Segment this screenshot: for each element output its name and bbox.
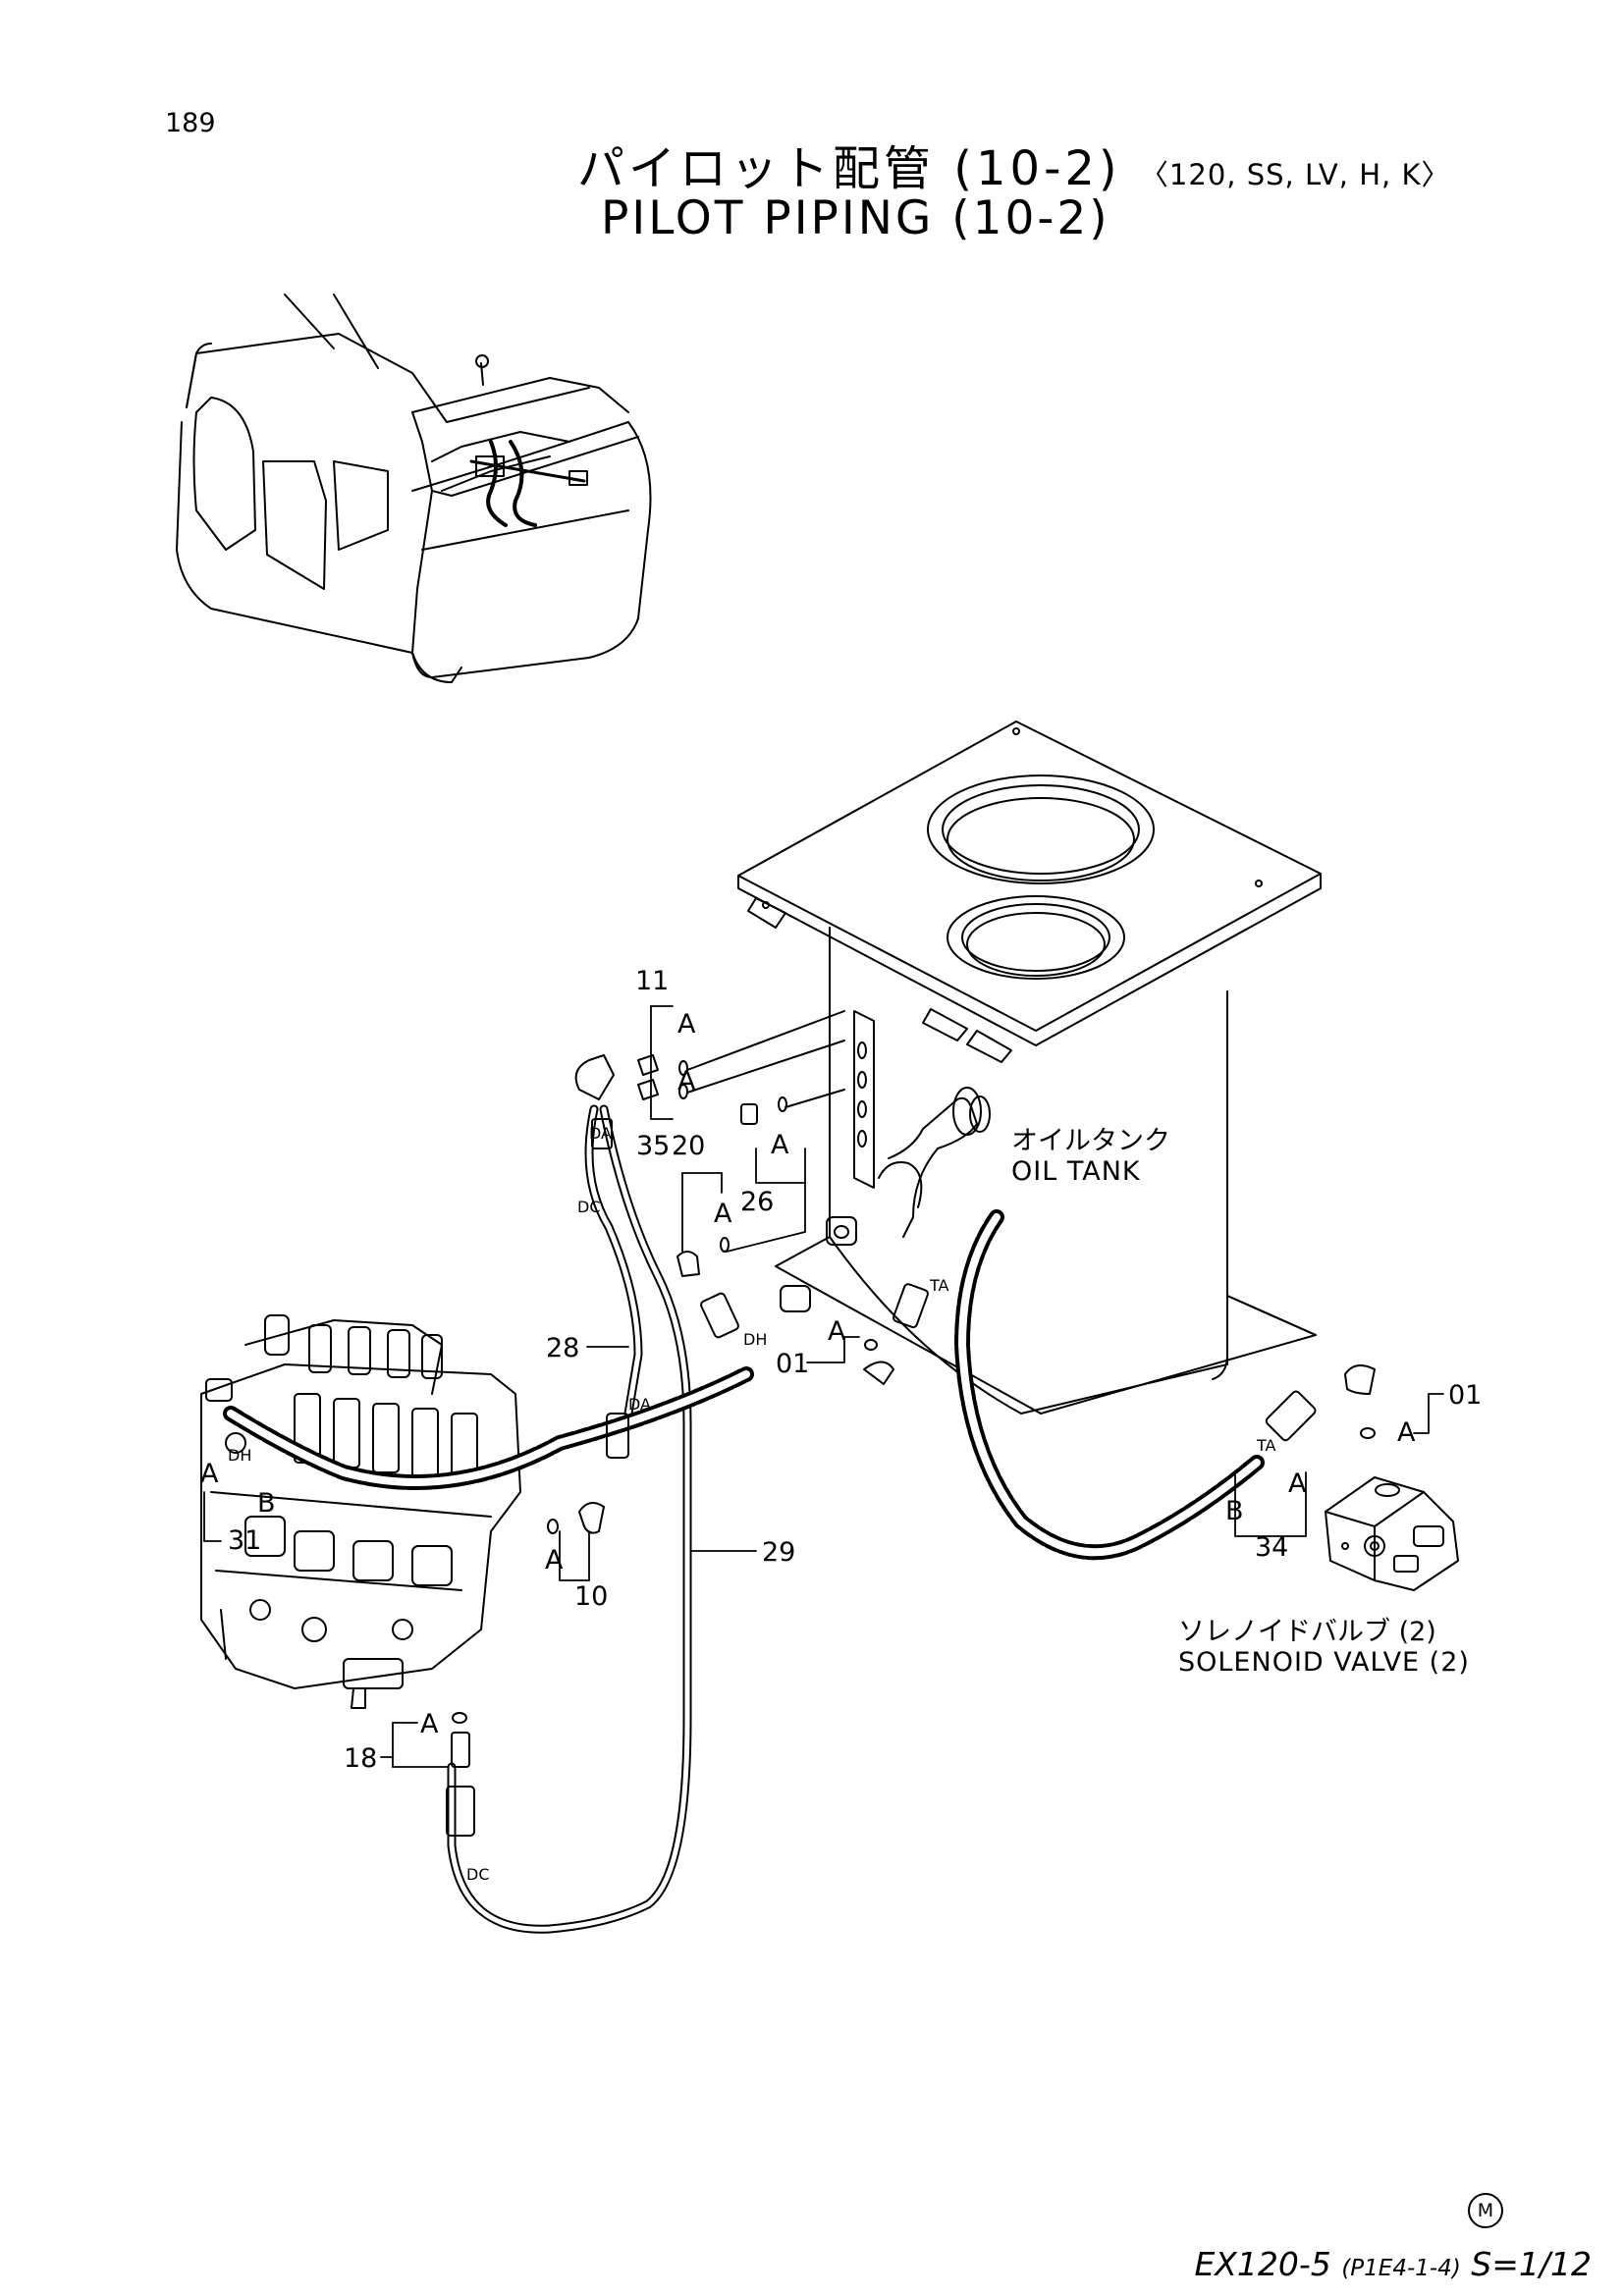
port-a: A <box>828 1316 846 1347</box>
part-26: 26 <box>740 1187 774 1217</box>
page-number: 189 <box>165 108 216 138</box>
footer-code: (P1E4-1-4) <box>1341 2256 1461 2281</box>
port-a: A <box>1397 1417 1416 1448</box>
solenoid-valve-label-en: SOLENOID VALVE (2) <box>1178 1647 1470 1678</box>
code-dc: DC <box>577 1198 601 1216</box>
control-valve <box>200 1314 521 1709</box>
part-29: 29 <box>762 1537 795 1568</box>
title-variants: 〈120, SS, LV, H, K〉 <box>1139 158 1451 191</box>
title-english: PILOT PIPING (10-2) <box>601 191 1110 245</box>
m-mark-icon: M <box>1468 2193 1503 2228</box>
port-a: A <box>200 1459 219 1489</box>
port-a: A <box>1288 1468 1307 1499</box>
hose-code-labels: DA DC DH TA DA DH TA DC <box>228 1124 1276 1884</box>
code-ta: TA <box>929 1276 949 1295</box>
fittings <box>205 1010 1376 1837</box>
part-34: 34 <box>1255 1532 1288 1563</box>
footer-scale: S=1/12 <box>1471 2245 1592 2283</box>
port-a: A <box>677 1066 696 1096</box>
code-da: DA <box>589 1124 612 1143</box>
part-28: 28 <box>546 1333 579 1363</box>
code-dh: DH <box>743 1330 767 1349</box>
callouts <box>203 1005 1444 1768</box>
oil-tank <box>737 721 1322 1415</box>
port-b: B <box>1225 1496 1244 1526</box>
port-a: A <box>714 1199 732 1229</box>
code-dc: DC <box>466 1865 490 1884</box>
port-a: A <box>771 1130 789 1160</box>
code-da: DA <box>628 1395 651 1414</box>
footer-model-name: EX120-5 <box>1194 2245 1331 2283</box>
solenoid-valve-label-jp: ソレノイドバルブ (2) <box>1178 1617 1436 1647</box>
code-dh: DH <box>228 1446 251 1465</box>
part-10: 10 <box>574 1581 608 1612</box>
port-a: A <box>420 1709 439 1739</box>
part-20: 20 <box>672 1131 705 1161</box>
part-number-labels: 11 35 20 26 28 29 10 31 18 01 01 34 <box>228 966 1482 1774</box>
hose-28 <box>584 1104 643 1418</box>
hose-34-coiled <box>954 1209 1265 1561</box>
port-a: A <box>545 1545 564 1575</box>
oil-tank-label-en: OIL TANK <box>1011 1156 1141 1187</box>
part-18: 18 <box>344 1743 377 1774</box>
part-35: 35 <box>636 1131 670 1161</box>
part-11: 11 <box>635 966 669 996</box>
footer-model: EX120-5 (P1E4-1-4) S=1/12 <box>1194 2245 1592 2283</box>
port-b: B <box>257 1488 276 1519</box>
title-jp-text: パイロット配管 (10-2) <box>577 141 1121 196</box>
hose-29 <box>447 1104 692 1934</box>
hose-31-coiled <box>223 1366 754 1490</box>
port-labels: A A A A A A A A A A B B <box>200 1009 1416 1739</box>
solenoid-valve <box>1325 1476 1459 1591</box>
part-01-left: 01 <box>776 1349 809 1379</box>
part-31: 31 <box>228 1525 261 1556</box>
port-a: A <box>677 1009 696 1040</box>
code-ta: TA <box>1256 1436 1276 1455</box>
part-01-right: 01 <box>1448 1380 1482 1411</box>
oil-tank-label-jp: オイルタンク <box>1011 1126 1170 1156</box>
title-japanese: パイロット配管 (10-2) 〈120, SS, LV, H, K〉 <box>577 130 1450 198</box>
excavator-thumbnail <box>176 294 652 683</box>
